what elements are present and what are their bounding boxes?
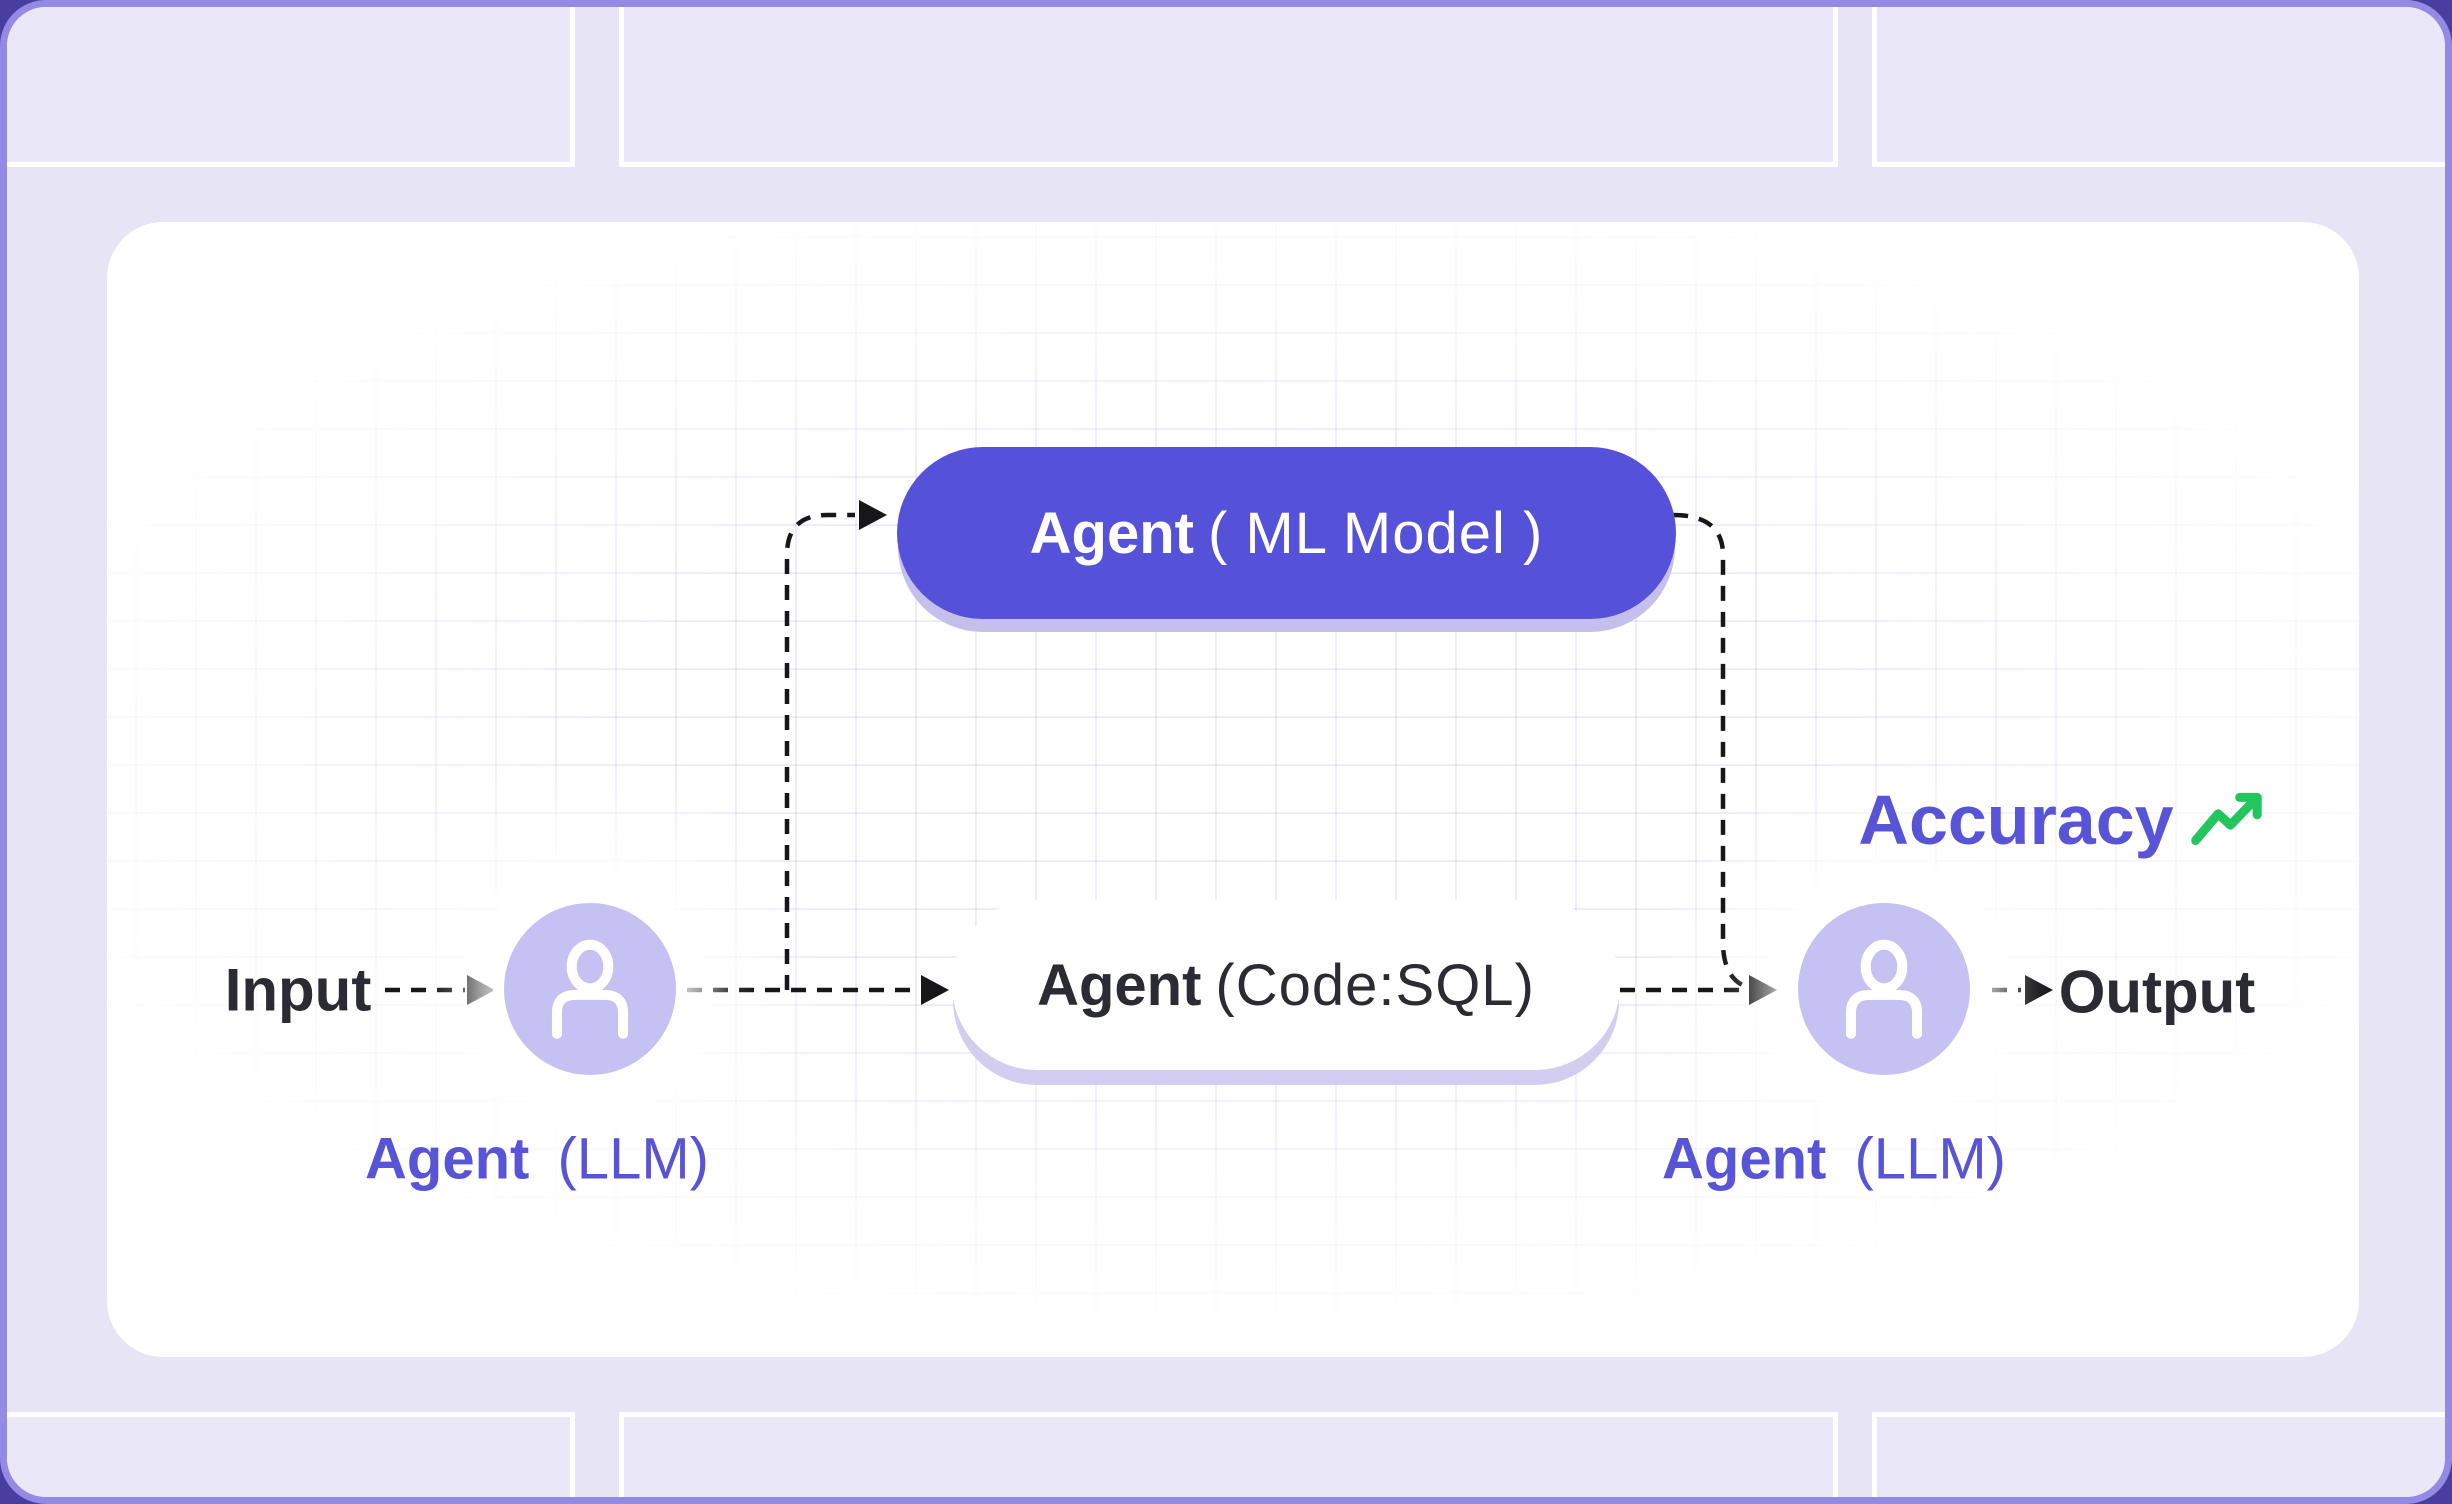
node-agent-ml-model-bold: Agent	[1029, 500, 1194, 566]
connector-arrows	[385, 500, 2053, 1005]
user-icon	[551, 939, 629, 1039]
accuracy-label: Accuracy	[1858, 781, 2174, 859]
input-label: Input	[224, 956, 372, 1024]
node-agent-ml-model-rest: ( ML Model )	[1207, 500, 1544, 566]
right-agent-label: Agent (LLM)	[1662, 1126, 2006, 1193]
output-label: Output	[2058, 958, 2256, 1026]
node-agent-ml-model: Agent ( ML Model )	[897, 447, 1676, 619]
accuracy-annotation: Accuracy	[1858, 780, 2265, 860]
top-band-cell-1	[7, 7, 575, 167]
user-icon	[1845, 939, 1923, 1039]
right-agent-avatar	[1787, 892, 1981, 1086]
bottom-band-cell-1	[7, 1412, 575, 1497]
arrowheads	[467, 500, 2053, 1005]
left-agent-avatar	[493, 892, 687, 1086]
node-agent-code-sql-rest: (Code:SQL)	[1215, 952, 1535, 1018]
bottom-band-cell-2	[619, 1412, 1838, 1497]
arrow-ml-model-to-right-agent	[1672, 512, 1766, 993]
top-band-cell-3	[1872, 7, 2445, 167]
left-agent-label-rest: (LLM)	[557, 1126, 709, 1192]
right-agent-label-rest: (LLM)	[1854, 1126, 2006, 1192]
top-band-cell-2	[619, 7, 1838, 167]
canvas-card	[107, 222, 2359, 1357]
trending-up-icon	[2191, 792, 2262, 846]
right-agent-label-bold: Agent	[1662, 1126, 1827, 1192]
node-agent-code-sql-bold: Agent	[1037, 952, 1202, 1018]
node-agent-code-sql: Agent (Code:SQL)	[952, 900, 1620, 1070]
left-agent-label: Agent (LLM)	[365, 1126, 709, 1193]
bottom-band-cell-3	[1872, 1412, 2445, 1497]
arrow-branch-to-ml-model	[784, 512, 855, 990]
left-agent-label-bold: Agent	[365, 1126, 530, 1192]
